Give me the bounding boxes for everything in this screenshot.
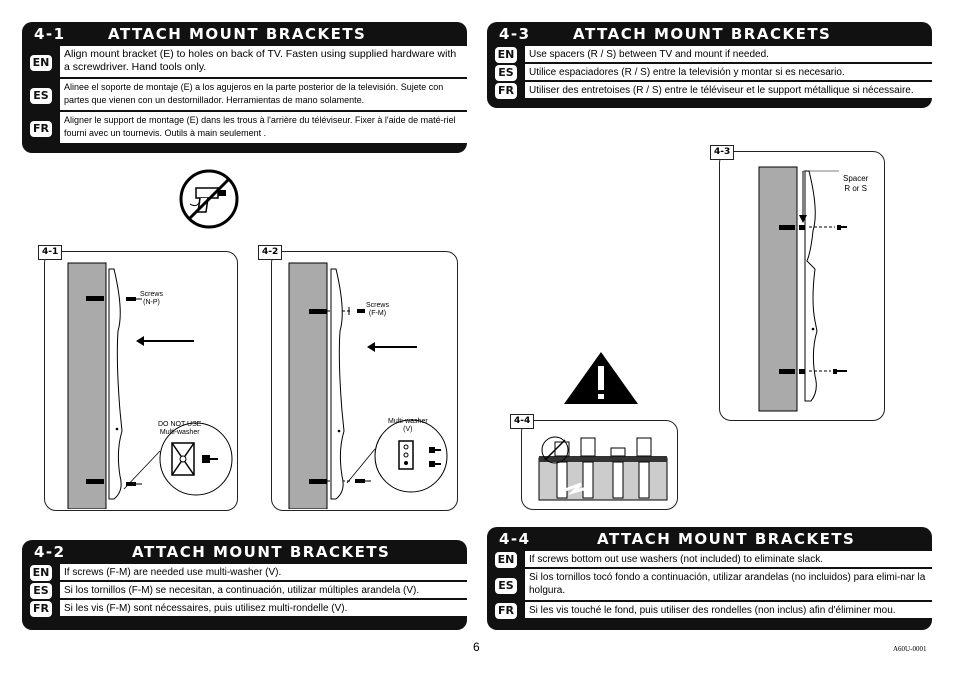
- lang-badge-en: EN: [29, 565, 53, 581]
- lang-badge-fr: FR: [495, 603, 517, 619]
- panel-title: ATTACH MOUNT BRACKETS: [108, 25, 367, 43]
- instruction-fr: Aligner le support de montage (E) dans l…: [60, 112, 467, 143]
- figure-4-3-illustration: [758, 166, 847, 412]
- panel-number: 4-4: [499, 530, 531, 548]
- figure-4-4-illustration: [538, 436, 668, 501]
- lang-badge-es: ES: [495, 65, 517, 81]
- lang-badge-es: ES: [495, 577, 517, 594]
- screws-label: Screws (N-P): [140, 291, 163, 306]
- spacer-label: Spacer R or S: [843, 174, 869, 193]
- figure-4-3: [719, 151, 885, 421]
- instruction-fr: Si les vis touché le fond, puis utiliser…: [525, 602, 932, 618]
- no-power-drill-icon: [179, 169, 239, 229]
- multi-washer-label: Multi-washer (V): [388, 418, 428, 433]
- do-not-use-label: DO NOT USE Multi-washer: [158, 421, 202, 436]
- panel-4-1: 4-1 ATTACH MOUNT BRACKETS EN Align mount b…: [22, 22, 467, 153]
- instruction-fr: Utiliser des entretoises (R / S) entre l…: [525, 82, 932, 98]
- page-number: 6: [473, 640, 480, 654]
- panel-number: 4-3: [499, 25, 531, 43]
- instruction-fr: Si les vis (F-M) sont nécessaires, puis …: [60, 600, 467, 616]
- lang-badge-fr: FR: [495, 83, 517, 99]
- panel-4-4: 4-4 ATTACH MOUNT BRACKETS EN If screws bot…: [487, 527, 932, 630]
- lang-badge-es: ES: [30, 87, 52, 104]
- instruction-es: Utilice espaciadores (R / S) entre la te…: [525, 64, 932, 80]
- instruction-es: Alinee el soporte de montaje (E) a los a…: [60, 79, 467, 110]
- instruction-es: Si los tornillos (F-M) se necesitan, a c…: [60, 582, 467, 598]
- lang-badge-fr: FR: [30, 601, 52, 617]
- panel-title: ATTACH MOUNT BRACKETS: [132, 543, 391, 561]
- lang-badge-en: EN: [494, 552, 518, 568]
- document-code: A60U-0001: [893, 645, 927, 653]
- panel-4-3: 4-3 ATTACH MOUNT BRACKETS EN Use spacers (…: [487, 22, 932, 108]
- panel-title: ATTACH MOUNT BRACKETS: [573, 25, 832, 43]
- panel-4-2: 4-2 ATTACH MOUNT BRACKETS EN If screws (F-…: [22, 540, 467, 630]
- instruction-en: If screws bottom out use washers (not in…: [525, 551, 932, 567]
- figure-tag: 4-3: [710, 145, 735, 160]
- figure-tag: 4-4: [510, 414, 535, 429]
- screws-label: Screws (F-M): [366, 302, 389, 317]
- panel-number: 4-2: [34, 543, 66, 561]
- instruction-en: Align mount bracket (E) to holes on back…: [60, 46, 467, 77]
- instruction-es: Si los tornillos tocó fondo a continuaci…: [525, 569, 932, 600]
- lang-badge-fr: FR: [30, 120, 52, 137]
- instruction-en: If screws (F-M) are needed use multi-was…: [60, 564, 467, 580]
- lang-badge-en: EN: [494, 47, 518, 63]
- figure-tag: 4-1: [38, 245, 63, 260]
- lang-badge-en: EN: [29, 54, 53, 71]
- figure-tag: 4-2: [258, 245, 283, 260]
- warning-icon: [564, 352, 638, 404]
- lang-badge-es: ES: [30, 583, 52, 599]
- figure-4-2-illustration: [288, 262, 448, 509]
- panel-title: ATTACH MOUNT BRACKETS: [597, 530, 856, 548]
- figure-4-1-illustration: [67, 262, 233, 509]
- instruction-en: Use spacers (R / S) between TV and mount…: [525, 46, 932, 62]
- panel-number: 4-1: [34, 25, 66, 43]
